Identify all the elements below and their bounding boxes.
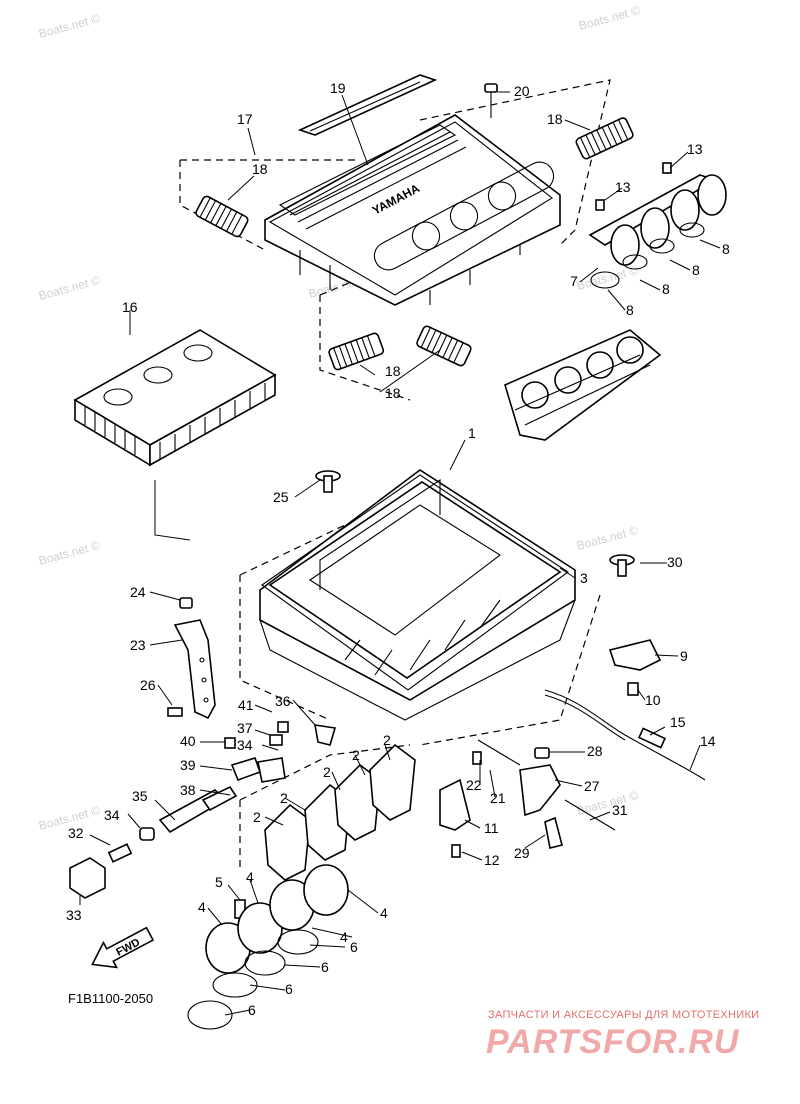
callout-41: 41 — [238, 697, 254, 713]
callout-6: 6 — [321, 959, 329, 975]
callout-18: 18 — [547, 111, 563, 127]
gasket-group-outline — [239, 744, 411, 870]
callout-13: 13 — [615, 179, 631, 195]
watermark: Boats.net © — [37, 11, 102, 41]
intake-manifold — [588, 162, 727, 289]
callout-4: 4 — [340, 929, 348, 945]
air-filter — [73, 329, 277, 467]
bracket-right — [439, 639, 662, 858]
callout-36: 36 — [275, 693, 291, 709]
callout-12: 12 — [484, 852, 500, 868]
callout-4: 4 — [246, 869, 254, 885]
watermark: Boats.net © — [37, 538, 102, 568]
cover-bolt — [484, 83, 498, 118]
case-group-outline — [239, 524, 601, 746]
callout-32: 32 — [68, 825, 84, 841]
callout-7: 7 — [570, 273, 578, 289]
callout-18: 18 — [385, 363, 401, 379]
throttle-cable — [544, 689, 706, 781]
callout-27: 27 — [584, 778, 600, 794]
callout-28: 28 — [587, 743, 603, 759]
callout-20: 20 — [514, 83, 530, 99]
banner-subtitle: ЗАПЧАСТИ И АКСЕССУАРЫ ДЛЯ МОТОТЕХНИКИ — [488, 1009, 760, 1021]
callout-33: 33 — [66, 907, 82, 923]
callout-19: 19 — [330, 80, 346, 96]
callout-18: 18 — [385, 385, 401, 401]
callout-29: 29 — [514, 845, 530, 861]
callout-4: 4 — [380, 905, 388, 921]
case-bolts — [315, 470, 635, 577]
callout-17: 17 — [237, 111, 253, 127]
callout-9: 9 — [680, 648, 688, 664]
callout-25: 25 — [273, 489, 289, 505]
watermark: Boats.net © — [37, 273, 102, 303]
callout-6: 6 — [350, 939, 358, 955]
callout-6: 6 — [285, 981, 293, 997]
banner-logo: PARTSFOR.RU — [486, 1023, 740, 1061]
screw-rod — [472, 739, 521, 766]
callouts: 1 2 2 2 2 2 3 4 4 4 4 5 6 6 6 6 7 8 8 8 … — [66, 80, 730, 1018]
callout-39: 39 — [180, 757, 196, 773]
callout-11: 11 — [484, 820, 499, 836]
bracket-left — [167, 597, 216, 720]
fwd-label: FWD — [114, 936, 142, 958]
callout-2: 2 — [253, 809, 261, 825]
callout-40: 40 — [180, 733, 196, 749]
airbox-cover: YAMAHA — [264, 114, 561, 306]
callout-2: 2 — [383, 732, 391, 748]
callout-35: 35 — [132, 788, 148, 804]
callout-34: 34 — [104, 807, 120, 823]
watermark: Boats.net © — [575, 523, 640, 553]
callout-16: 16 — [122, 299, 138, 315]
callout-8: 8 — [626, 302, 634, 318]
callout-34: 34 — [237, 737, 253, 753]
intake-ducts — [187, 864, 349, 1030]
watermark: Boats.net © — [577, 3, 642, 33]
callout-13: 13 — [687, 141, 703, 157]
callout-24: 24 — [130, 584, 146, 600]
callout-26: 26 — [140, 677, 156, 693]
callout-8: 8 — [662, 281, 670, 297]
flame-arrestors — [195, 117, 634, 371]
callout-3: 3 — [580, 570, 588, 586]
callout-31: 31 — [612, 802, 628, 818]
callout-15: 15 — [670, 714, 686, 730]
decal-strip — [297, 74, 438, 136]
callout-2: 2 — [323, 764, 331, 780]
callout-37: 37 — [237, 720, 253, 736]
callout-22: 22 — [466, 777, 482, 793]
callout-38: 38 — [180, 782, 196, 798]
callout-10: 10 — [645, 692, 661, 708]
callout-2: 2 — [352, 747, 360, 763]
fwd-arrow: FWD — [91, 926, 155, 969]
callout-8: 8 — [722, 241, 730, 257]
callout-21: 21 — [490, 790, 506, 806]
airbox-case — [259, 469, 576, 721]
callout-18: 18 — [252, 161, 268, 177]
callout-2: 2 — [280, 790, 288, 806]
callout-14: 14 — [700, 733, 716, 749]
small-hardware — [69, 721, 337, 899]
throttle-body — [504, 329, 662, 441]
callout-1: 1 — [468, 425, 476, 441]
intake-gaskets — [264, 743, 416, 881]
callout-6: 6 — [248, 1002, 256, 1018]
callout-5: 5 — [215, 874, 223, 890]
callout-4: 4 — [198, 899, 206, 915]
callout-23: 23 — [130, 637, 146, 653]
callout-30: 30 — [667, 554, 683, 570]
leader-lines — [79, 91, 721, 1016]
figure-code: F1B1100-2050 — [68, 991, 153, 1006]
callout-8: 8 — [692, 262, 700, 278]
linkage — [519, 747, 616, 849]
